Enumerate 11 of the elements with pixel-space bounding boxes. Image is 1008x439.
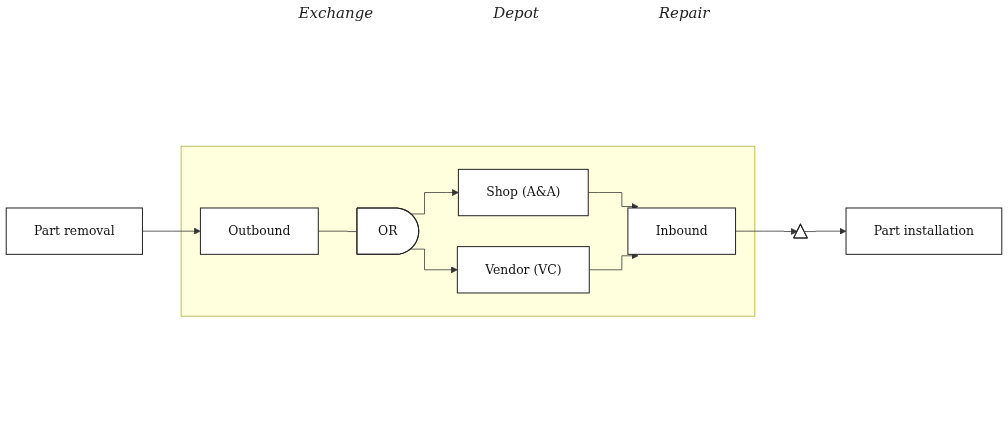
node-box: Outbound [199,207,319,255]
section-heading: Repair [658,4,710,24]
connector [317,230,358,232]
section-heading: Exchange [298,4,374,24]
node-box: Part installation [845,207,1003,255]
node-box: Part removal [5,207,143,255]
node-box: Inbound [627,207,737,255]
cluster [180,145,756,317]
node-box: Shop (A&A) [457,168,589,217]
node-box: Vendor (VC) [456,245,590,294]
section-heading: Depot [493,4,539,24]
